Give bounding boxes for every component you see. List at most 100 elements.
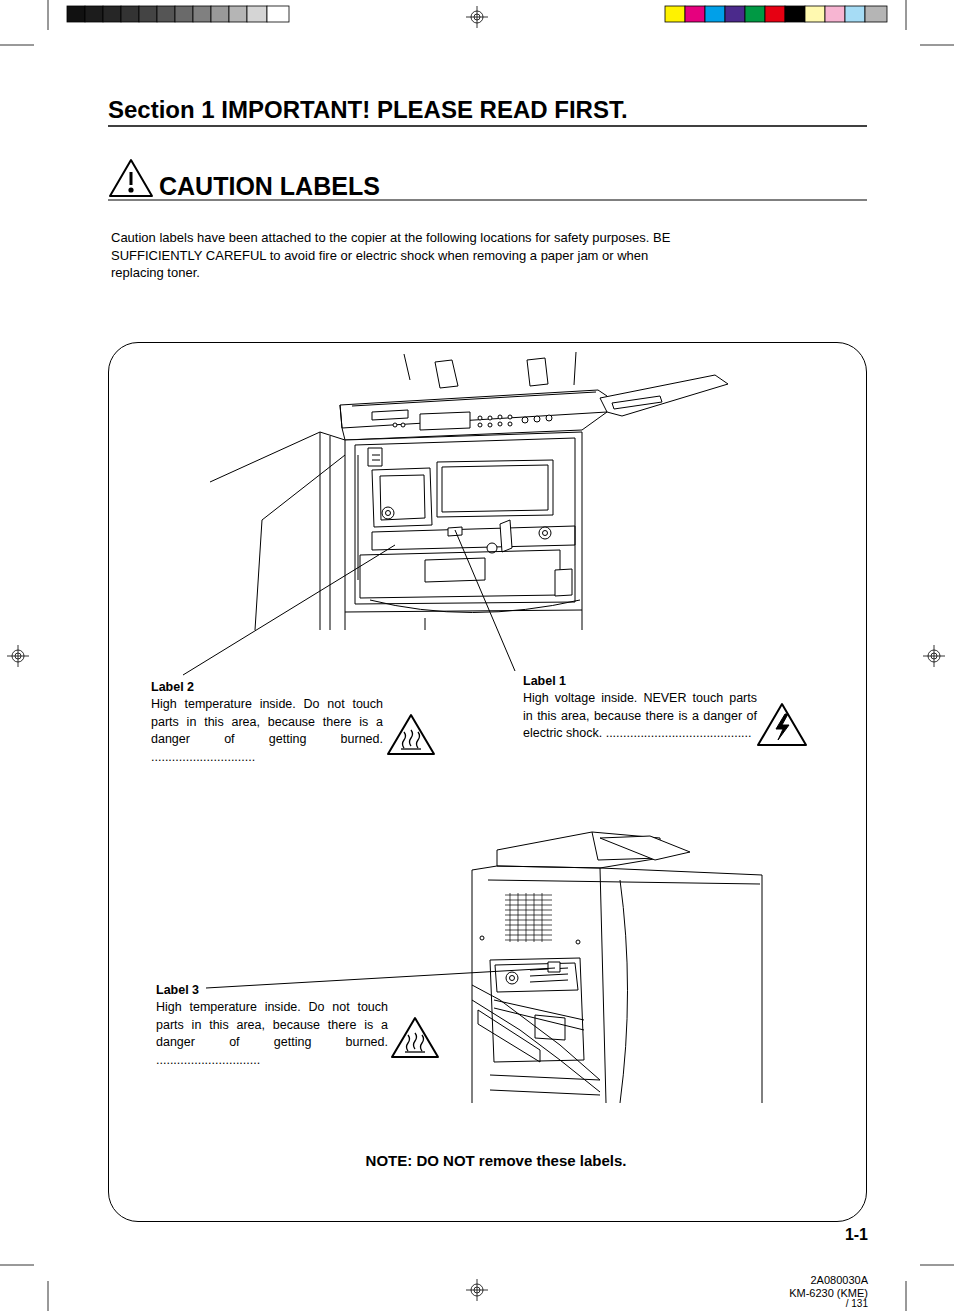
crop-marks-part: [906, 1281, 907, 1311]
caution-heading: CAUTION LABELS: [159, 172, 380, 201]
copier-front-illustration-part: [393, 423, 397, 427]
copier-side-illustration-part: [478, 1010, 540, 1062]
section-title: Section 1 IMPORTANT! PLEASE READ FIRST.: [108, 96, 628, 124]
color-bar-part: [665, 6, 685, 22]
copier-side-illustration-part: [506, 972, 518, 984]
copier-front-illustration-part: [478, 416, 482, 420]
caution-icon: [110, 160, 152, 196]
label-heading: Label 3: [156, 982, 199, 998]
grey-scale-bar-part: [121, 6, 139, 22]
copier-side-illustration-part: [495, 963, 578, 992]
copier-side-illustration-part: [472, 1000, 600, 1092]
hot-surface-symbol: [388, 715, 434, 754]
color-bar-part: [825, 6, 845, 22]
caution-icon-part: [130, 172, 133, 185]
copier-front-illustration-part: [527, 358, 548, 386]
color-bar: [665, 6, 887, 22]
leader-lines-part: [183, 545, 395, 675]
registration-marks: [7, 6, 945, 1301]
copier-side-illustration-part: [490, 1075, 600, 1095]
copier-front-illustration-part: [382, 507, 394, 519]
copier-front-illustration-part: [386, 511, 391, 516]
copier-front-illustration-part: [330, 436, 331, 630]
grey-scale-bar-part: [267, 6, 289, 22]
hot-surface-symbol-part: [392, 1018, 438, 1057]
copier-front-illustration-part: [488, 423, 492, 427]
copier-front-illustration-part: [437, 460, 553, 517]
copier-front-illustration: [210, 352, 728, 630]
copier-front-illustration-part: [555, 569, 572, 596]
copier-front-illustration-part: [508, 415, 512, 419]
crop-marks-part: [920, 1265, 954, 1266]
high-voltage-symbol-part: [758, 704, 806, 745]
copier-side-illustration-part: [472, 985, 600, 1080]
page-number: 1-1: [826, 1226, 868, 1244]
copier-front-illustration-part: [372, 455, 380, 456]
crop-marks-part: [0, 45, 34, 46]
hot-surface-symbol-part: [388, 715, 434, 754]
label-body: High temperature inside. Do not touch pa…: [156, 999, 388, 1069]
caution-icon-part: [129, 188, 132, 191]
high-voltage-symbol: [758, 704, 806, 745]
page-count: / 131: [740, 1298, 868, 1310]
intro-paragraph: Caution labels have been attached to the…: [111, 229, 671, 282]
copier-front-illustration-part: [372, 410, 408, 420]
copier-side-illustration-part: [576, 940, 580, 944]
copier-side-illustration-part: [600, 868, 606, 1103]
registration-marks-part: [477, 1279, 478, 1301]
caution-icon-part: [110, 160, 152, 196]
copier-front-illustration-part: [320, 432, 345, 630]
crop-marks-part: [0, 1265, 34, 1266]
copier-front-illustration-part: [539, 527, 551, 539]
caution-label-panel: Label 2High temperature inside. Do not t…: [108, 342, 867, 1222]
copier-front-illustration-part: [478, 423, 482, 427]
color-bar-part: [725, 6, 745, 22]
grey-scale-bar-part: [139, 6, 157, 22]
copier-front-illustration-part: [420, 412, 470, 430]
copier-front-illustration-part: [401, 423, 405, 427]
copier-side-illustration-part: [480, 936, 484, 940]
copier-front-illustration-part: [210, 432, 320, 482]
grey-scale-bar-part: [103, 6, 121, 22]
copier-front-illustration-part: [543, 531, 548, 536]
hot-surface-symbol-part: [405, 1051, 425, 1052]
note-text: NOTE: DO NOT remove these labels.: [289, 1152, 703, 1170]
heading-rules-part: [108, 125, 867, 127]
copier-front-illustration-part: [500, 520, 512, 552]
grey-scale-bar-part: [175, 6, 193, 22]
copier-front-illustration-part: [355, 438, 575, 604]
registration-marks-part: [477, 6, 478, 28]
leader-lines-part: [206, 968, 555, 988]
grey-scale-bar-part: [85, 6, 103, 22]
copier-front-illustration-part: [370, 600, 580, 613]
copier-side-illustration-part: [510, 976, 515, 981]
copier-side-illustration-part: [535, 1015, 565, 1040]
grey-scale-bar-part: [67, 6, 85, 22]
label-heading: Label 1: [523, 673, 566, 689]
copier-front-illustration-part: [448, 527, 462, 536]
color-bar-part: [785, 6, 805, 22]
copier-front-illustration-part: [498, 422, 502, 426]
copier-front-illustration-part: [340, 405, 342, 428]
color-bar-part: [805, 6, 825, 22]
heading-rules: [108, 126, 867, 200]
label-heading: Label 2: [151, 679, 194, 695]
copier-side-illustration-part: [488, 880, 760, 884]
label-body: High temperature inside. Do not touch pa…: [151, 696, 383, 766]
copier-side-illustration-part: [600, 836, 690, 860]
grey-scale-bar-part: [157, 6, 175, 22]
leader-lines-part: [455, 530, 515, 671]
copier-side-illustration-part-part: [510, 893, 542, 942]
hot-surface-symbol: [392, 1018, 438, 1057]
hot-surface-symbol-part: [401, 748, 421, 749]
grey-scale-bar-part: [229, 6, 247, 22]
color-bar-part: [685, 6, 705, 22]
copier-side-illustration-part: [490, 958, 584, 1062]
document-code: 2A080030A: [740, 1274, 868, 1287]
color-bar-part: [745, 6, 765, 22]
grey-scale-bar-part: [211, 6, 229, 22]
registration-marks-part: [18, 645, 19, 667]
crop-marks-part: [48, 0, 49, 30]
